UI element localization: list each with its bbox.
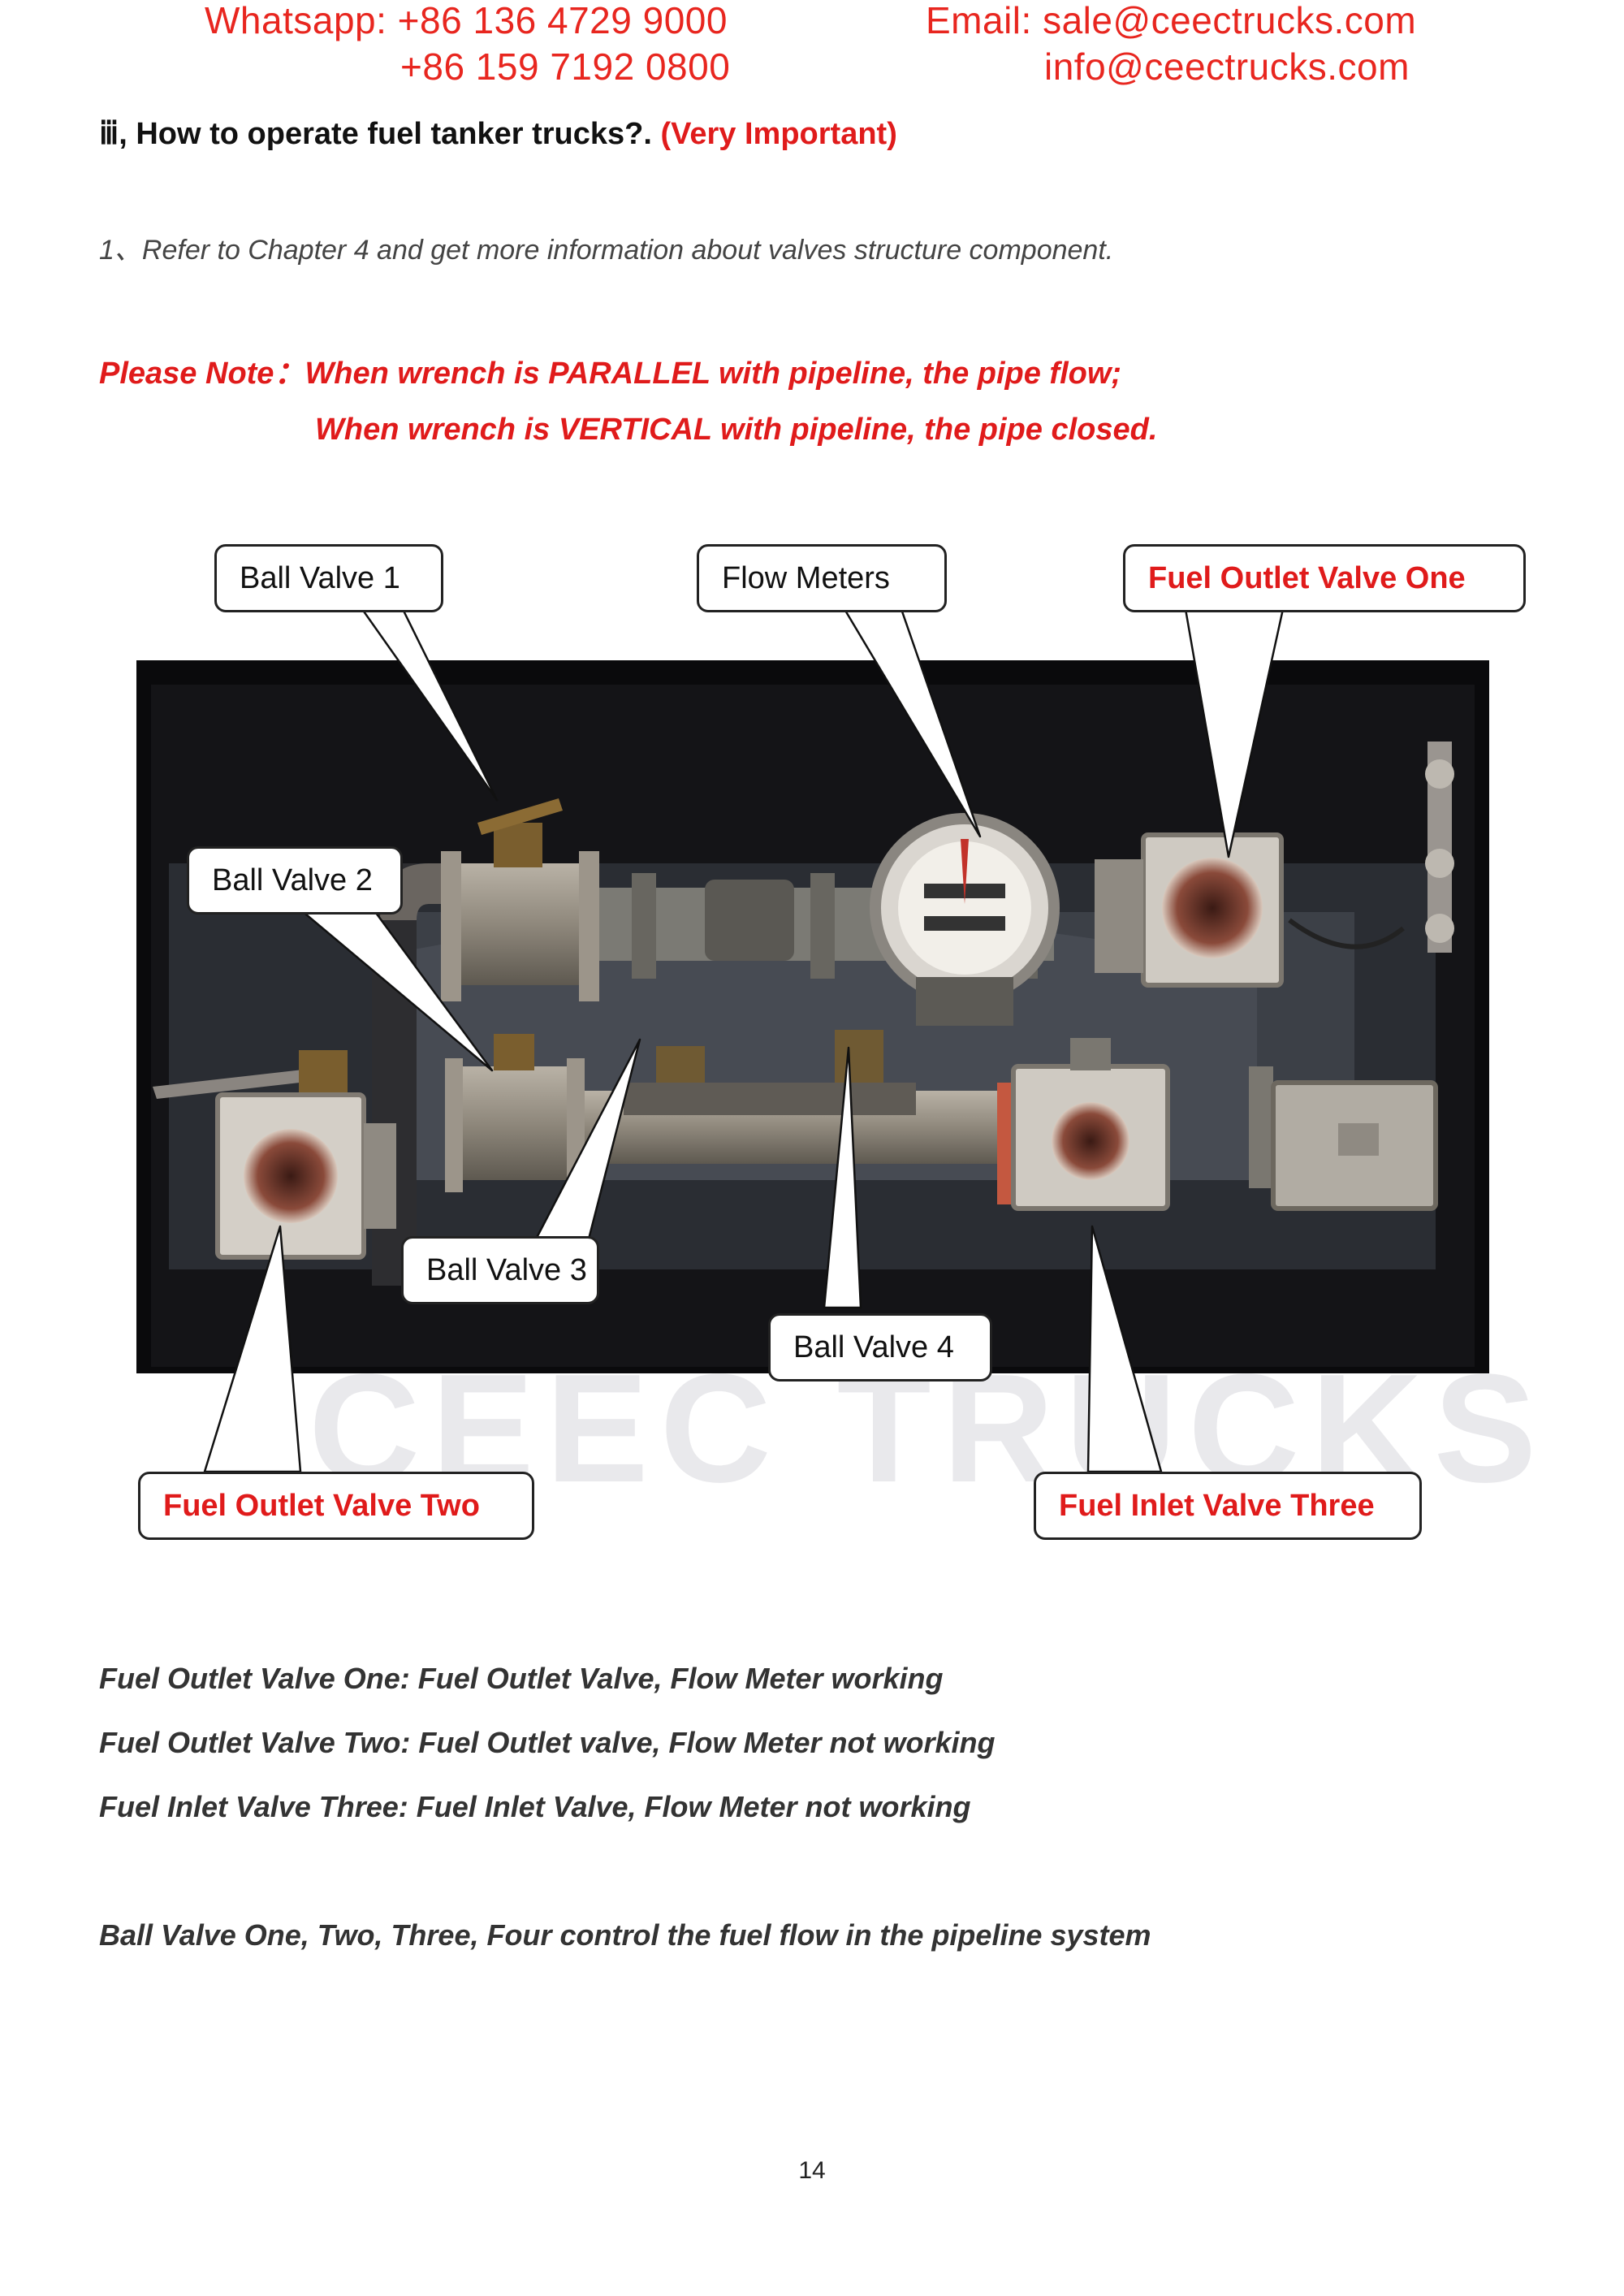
callout-ball-valve-2: Ball Valve 2: [187, 846, 403, 915]
whatsapp-secondary: +86 159 7192 0800: [400, 45, 731, 88]
callout-fuel-inlet-valve-three: Fuel Inlet Valve Three: [1034, 1472, 1422, 1540]
callout-fuel-outlet-valve-two: Fuel Outlet Valve Two: [138, 1472, 534, 1540]
section-heading: ⅲ, How to operate fuel tanker trucks?. (…: [99, 115, 897, 152]
ball-valve-summary: Ball Valve One, Two, Three, Four control…: [99, 1918, 1151, 1952]
heading-emphasis: (Very Important): [660, 117, 897, 151]
callout-fuel-outlet-valve-one: Fuel Outlet Valve One: [1123, 544, 1526, 612]
page-number: 14: [798, 2157, 826, 2184]
description-inlet-three: Fuel Inlet Valve Three: Fuel Inlet Valve…: [99, 1790, 971, 1823]
note-line-1: Please Note：When wrench is PARALLEL with…: [99, 357, 1122, 391]
callout-ball-valve-4: Ball Valve 4: [768, 1313, 992, 1381]
description-outlet-two: Fuel Outlet Valve Two: Fuel Outlet valve…: [99, 1726, 996, 1759]
valve-cabinet-photo: [136, 660, 1489, 1373]
whatsapp-primary: Whatsapp: +86 136 4729 9000: [205, 0, 728, 41]
note-line-2: When wrench is VERTICAL with pipeline, t…: [315, 413, 1158, 447]
callout-ball-valve-1: Ball Valve 1: [214, 544, 443, 612]
callout-flow-meters: Flow Meters: [697, 544, 947, 612]
email-secondary: info@ceectrucks.com: [1044, 45, 1410, 88]
callout-ball-valve-3: Ball Valve 3: [401, 1236, 599, 1304]
step-one-text: 1、Refer to Chapter 4 and get more inform…: [99, 235, 1114, 266]
description-outlet-one: Fuel Outlet Valve One: Fuel Outlet Valve…: [99, 1662, 944, 1695]
heading-text: ⅲ, How to operate fuel tanker trucks?.: [99, 117, 652, 151]
email-primary: Email: sale@ceectrucks.com: [926, 0, 1417, 41]
